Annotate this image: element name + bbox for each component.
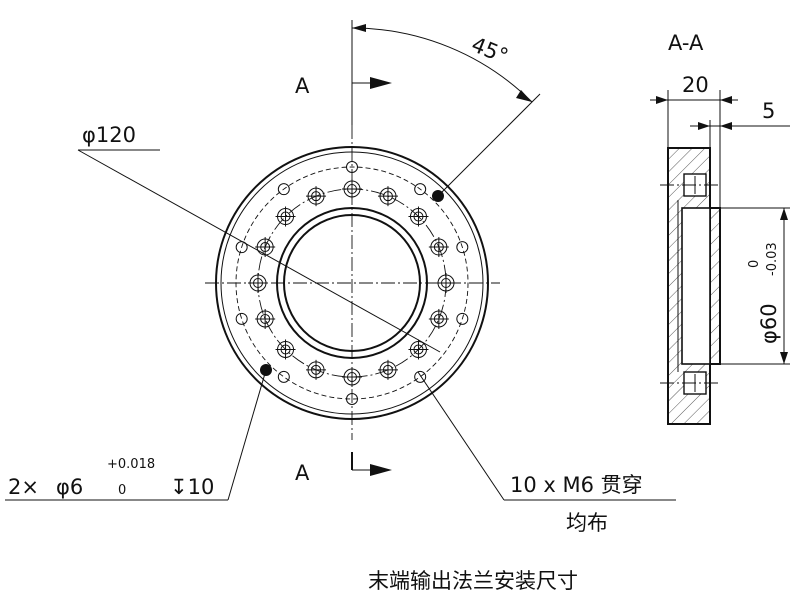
bolt-hole-spec: 10 x M6 贯穿 [510, 473, 643, 497]
front-view: φ120 45° A A 2× φ6 +0.018 0 ↧10 10 x M6 … [5, 20, 676, 535]
drawing-caption: 末端输出法兰安装尺寸 [368, 569, 578, 593]
section-view: A-A 20 5 φ60 0 -0.03 [650, 31, 790, 425]
inner-bolt-hole [408, 339, 429, 360]
outer-hole [414, 183, 427, 196]
inner-bolt-hole [428, 308, 449, 329]
pin-hole-leader [227, 369, 267, 501]
inner-bolt-hole [377, 359, 398, 380]
outer-hole [277, 183, 290, 196]
outer-hole [456, 312, 469, 325]
section-marker-bottom: A [295, 461, 310, 485]
diameter-leader-line [77, 149, 441, 353]
section-view-title: A-A [668, 31, 704, 55]
dim-diameter-label: φ60 [757, 303, 781, 344]
inner-bolt-hole [342, 367, 362, 387]
section-boss [709, 207, 721, 365]
angle-label: 45° [468, 32, 512, 68]
inner-bolt-hole [436, 273, 456, 293]
pin-hole-dia: φ6 [56, 475, 83, 499]
angle-arrow-right [516, 90, 532, 102]
outer-hole [414, 370, 427, 383]
inner-bolt-hole [342, 179, 362, 199]
inner-bolt-hole [306, 359, 327, 380]
inner-bolt-hole [306, 186, 327, 207]
inner-bolt-hole [408, 206, 429, 227]
section-arrow-bottom-head [370, 464, 392, 476]
inner-bolt-hole [428, 237, 449, 258]
inner-bolt-hole [255, 237, 276, 258]
section-arrow-top-head [370, 77, 392, 89]
inner-bolt-hole [275, 339, 296, 360]
outer-hole [277, 370, 290, 383]
inner-bolt-hole [248, 273, 268, 293]
dim-thickness-label: 20 [682, 73, 709, 97]
outer-hole [346, 393, 358, 405]
pin-hole-depth: ↧10 [170, 475, 214, 499]
inner-bolt-hole [255, 308, 276, 329]
pin-hole-tol-lower: 0 [118, 483, 126, 498]
outer-hole [346, 161, 358, 173]
outer-hole [235, 312, 248, 325]
inner-bolt-hole [377, 186, 398, 207]
angle-arc [351, 27, 533, 103]
dim-diameter-tol-upper: 0 [747, 260, 762, 268]
bolt-hole-leader [417, 371, 505, 501]
inner-bolt-hole [275, 206, 296, 227]
outer-diameter-label: φ120 [82, 123, 136, 147]
pin-hole-tol-upper: +0.018 [107, 457, 155, 472]
outer-hole [456, 241, 469, 254]
dim-step-label: 5 [762, 99, 775, 123]
angle-slant-line [437, 93, 541, 197]
bolt-hole-note: 均布 [566, 511, 608, 535]
pin-hole-qty: 2× [8, 475, 39, 499]
angle-arrow-left [352, 24, 366, 32]
inner-bolt-holes [248, 179, 456, 387]
section-bore [681, 207, 711, 365]
dim-diameter-tol-lower: -0.03 [765, 242, 780, 276]
section-marker-top: A [295, 74, 310, 98]
